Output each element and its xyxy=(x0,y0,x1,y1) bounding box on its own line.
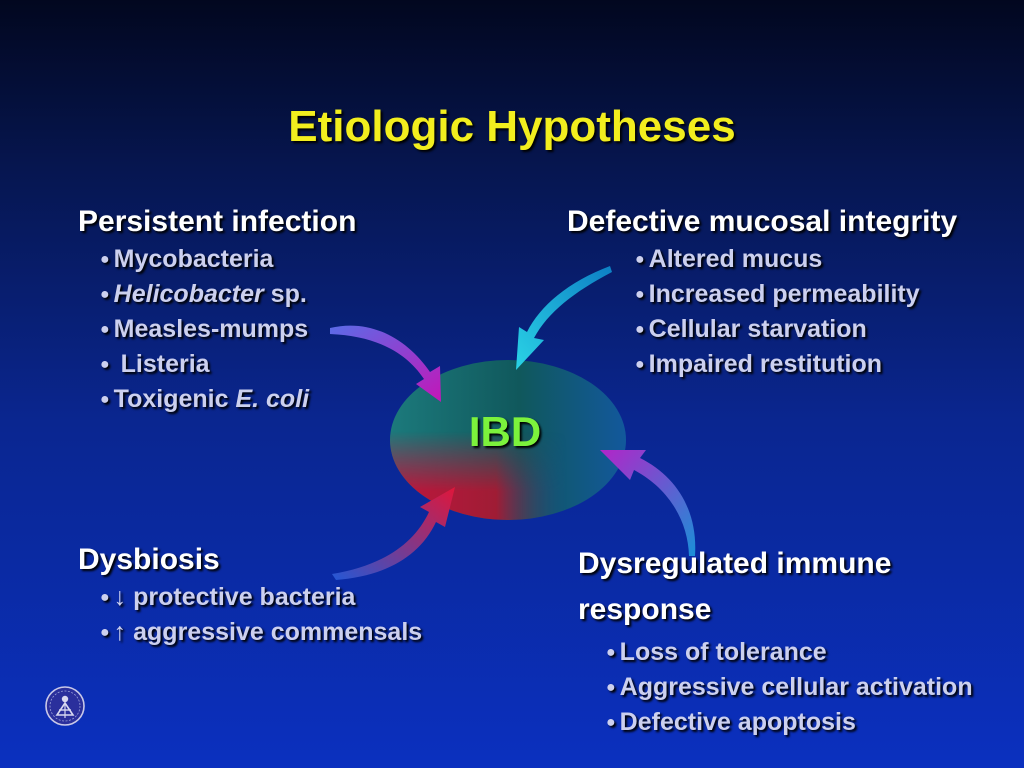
arrow-immune xyxy=(600,450,696,556)
item-text: Listeria xyxy=(113,350,210,378)
dysbiosis-block: Dysbiosis ●↓ protective bacteria ●↑ aggr… xyxy=(78,542,422,650)
item-text: Aggressive cellular activation xyxy=(619,673,973,701)
immune-response-list: ●Loss of tolerance ●Aggressive cellular … xyxy=(606,635,973,740)
down-arrow-icon: ↓ xyxy=(113,583,127,611)
bullet-icon: ● xyxy=(100,624,110,641)
bullet-icon: ● xyxy=(606,714,616,731)
list-item: ●Toxigenic E. coli xyxy=(100,382,356,417)
arrow-dysbiosis xyxy=(332,487,455,580)
item-text: Cellular starvation xyxy=(648,315,867,343)
bullet-icon: ● xyxy=(635,356,645,373)
item-text: aggressive commensals xyxy=(126,618,423,646)
arrow-infection xyxy=(330,325,441,402)
list-item: ●↑ aggressive commensals xyxy=(100,615,422,650)
item-text-italic: E. coli xyxy=(235,385,310,413)
list-item: ●↓ protective bacteria xyxy=(100,580,422,615)
dysbiosis-heading: Dysbiosis xyxy=(78,543,220,576)
up-arrow-icon: ↑ xyxy=(113,618,127,646)
persistent-infection-heading: Persistent infection xyxy=(78,205,357,238)
item-text: sp. xyxy=(263,280,307,308)
item-text: Impaired restitution xyxy=(648,350,883,378)
item-text-italic: Helicobacter xyxy=(113,280,264,308)
immune-response-block: Dysregulated immune response ●Loss of to… xyxy=(578,541,973,740)
mucosal-integrity-block: Defective mucosal integrity ●Altered muc… xyxy=(567,204,957,382)
bullet-icon: ● xyxy=(100,589,110,606)
mucosal-integrity-heading: Defective mucosal integrity xyxy=(567,205,958,238)
arrow-mucosal xyxy=(516,266,612,370)
bullet-icon: ● xyxy=(635,286,645,303)
bullet-icon: ● xyxy=(100,251,110,268)
list-item: ●Impaired restitution xyxy=(635,347,957,382)
list-item: ●Helicobacter sp. xyxy=(100,277,356,312)
slide-title: Etiologic Hypotheses xyxy=(288,102,736,151)
ibd-ellipse xyxy=(390,360,626,520)
item-text: Mycobacteria xyxy=(113,245,274,273)
list-item: ●Altered mucus xyxy=(635,242,957,277)
bullet-icon: ● xyxy=(606,679,616,696)
item-text: Altered mucus xyxy=(648,245,823,273)
ibd-center-label: IBD xyxy=(468,408,542,455)
bullet-icon: ● xyxy=(100,286,110,303)
list-item: ● Listeria xyxy=(100,347,356,382)
institution-seal-icon xyxy=(45,686,85,726)
bullet-icon: ● xyxy=(100,356,110,373)
list-item: ●Measles-mumps xyxy=(100,312,356,347)
item-text: Increased permeability xyxy=(648,280,920,308)
bullet-icon: ● xyxy=(606,644,616,661)
item-text: Defective apoptosis xyxy=(619,708,856,736)
list-item: ●Cellular starvation xyxy=(635,312,957,347)
bullet-icon: ● xyxy=(100,391,110,408)
item-text: Measles-mumps xyxy=(113,315,309,343)
bullet-icon: ● xyxy=(635,321,645,338)
list-item: ●Mycobacteria xyxy=(100,242,356,277)
dysbiosis-list: ●↓ protective bacteria ●↑ aggressive com… xyxy=(100,580,422,650)
mucosal-integrity-list: ●Altered mucus ●Increased permeability ●… xyxy=(635,242,957,382)
item-text: Loss of tolerance xyxy=(619,638,827,666)
list-item: ●Loss of tolerance xyxy=(606,635,973,670)
persistent-infection-list: ●Mycobacteria ●Helicobacter sp. ●Measles… xyxy=(100,242,356,417)
item-text: protective bacteria xyxy=(126,583,356,611)
persistent-infection-block: Persistent infection ●Mycobacteria ●Heli… xyxy=(78,204,356,417)
bullet-icon: ● xyxy=(100,321,110,338)
item-text: Toxigenic xyxy=(113,385,236,413)
immune-response-heading-line1: Dysregulated immune xyxy=(578,547,892,580)
immune-response-heading-line2: response xyxy=(578,593,712,626)
list-item: ●Aggressive cellular activation xyxy=(606,670,973,705)
list-item: ●Defective apoptosis xyxy=(606,705,973,740)
list-item: ●Increased permeability xyxy=(635,277,957,312)
bullet-icon: ● xyxy=(635,251,645,268)
